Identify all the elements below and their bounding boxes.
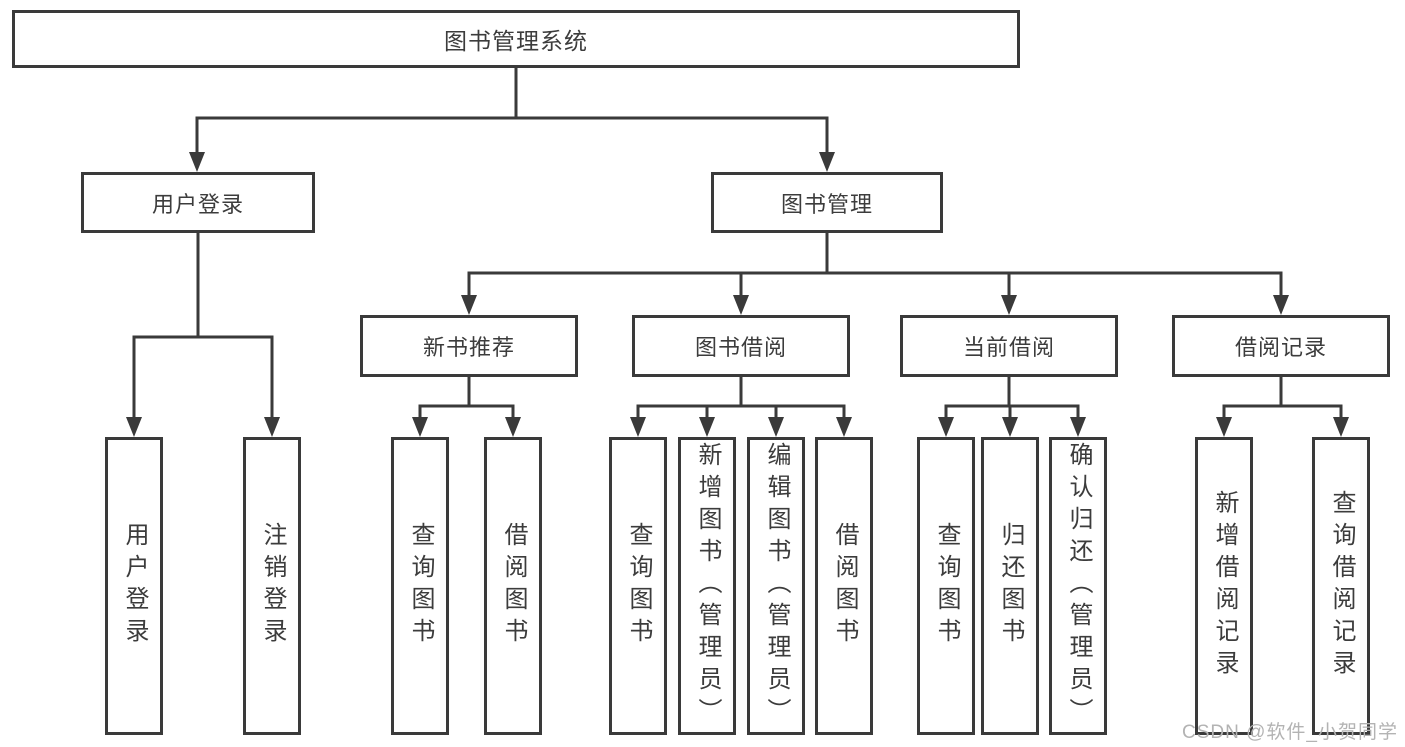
leaf-logout-label: 注销登录 <box>259 522 286 650</box>
leaf-query-borrow-record: 查询借阅记录 <box>1312 437 1370 735</box>
leaf-logout: 注销登录 <box>243 437 301 735</box>
leaf-query-books-1-label: 查询图书 <box>407 522 434 650</box>
node-book-management: 图书管理 <box>711 172 943 233</box>
leaf-return-book-label: 归还图书 <box>997 522 1024 650</box>
leaf-query-books-2-label: 查询图书 <box>625 522 652 650</box>
leaf-user-login-label: 用户登录 <box>121 522 148 650</box>
leaf-query-books-2: 查询图书 <box>609 437 667 735</box>
node-library-management-system-label: 图书管理系统 <box>444 28 588 54</box>
leaf-borrow-books-1-label: 借阅图书 <box>500 522 527 650</box>
leaf-borrow-books-2: 借阅图书 <box>815 437 873 735</box>
leaf-borrow-books-1: 借阅图书 <box>484 437 542 735</box>
leaf-add-book-admin-label: 新增图书（管理员） <box>694 442 721 730</box>
leaf-user-login: 用户登录 <box>105 437 163 735</box>
node-user-login: 用户登录 <box>81 172 315 233</box>
node-book-borrowing: 图书借阅 <box>632 315 850 377</box>
leaf-edit-book-admin: 编辑图书（管理员） <box>747 437 805 735</box>
node-book-borrowing-label: 图书借阅 <box>694 335 787 360</box>
node-user-login-label: 用户登录 <box>151 191 244 217</box>
leaf-confirm-return-admin: 确认归还（管理员） <box>1049 437 1107 735</box>
leaf-add-book-admin: 新增图书（管理员） <box>678 437 736 735</box>
leaf-add-borrow-record-label: 新增借阅记录 <box>1211 490 1238 682</box>
csdn-watermark: CSDN @软件_小贺同学 <box>1182 722 1398 743</box>
leaf-borrow-books-2-label: 借阅图书 <box>831 522 858 650</box>
leaf-query-books-3-label: 查询图书 <box>933 522 960 650</box>
node-borrowing-records: 借阅记录 <box>1172 315 1390 377</box>
node-current-borrowing: 当前借阅 <box>900 315 1118 377</box>
leaf-return-book: 归还图书 <box>981 437 1039 735</box>
leaf-query-books-1: 查询图书 <box>391 437 449 735</box>
leaf-confirm-return-admin-label: 确认归还（管理员） <box>1065 442 1092 730</box>
node-new-book-recommendation-label: 新书推荐 <box>422 335 515 360</box>
node-library-management-system: 图书管理系统 <box>12 10 1020 68</box>
leaf-query-borrow-record-label: 查询借阅记录 <box>1328 490 1355 682</box>
leaf-add-borrow-record: 新增借阅记录 <box>1195 437 1253 735</box>
node-borrowing-records-label: 借阅记录 <box>1234 335 1327 360</box>
node-current-borrowing-label: 当前借阅 <box>962 335 1055 360</box>
node-book-management-label: 图书管理 <box>780 191 873 217</box>
leaf-edit-book-admin-label: 编辑图书（管理员） <box>763 442 790 730</box>
leaf-query-books-3: 查询图书 <box>917 437 975 735</box>
node-new-book-recommendation: 新书推荐 <box>360 315 578 377</box>
